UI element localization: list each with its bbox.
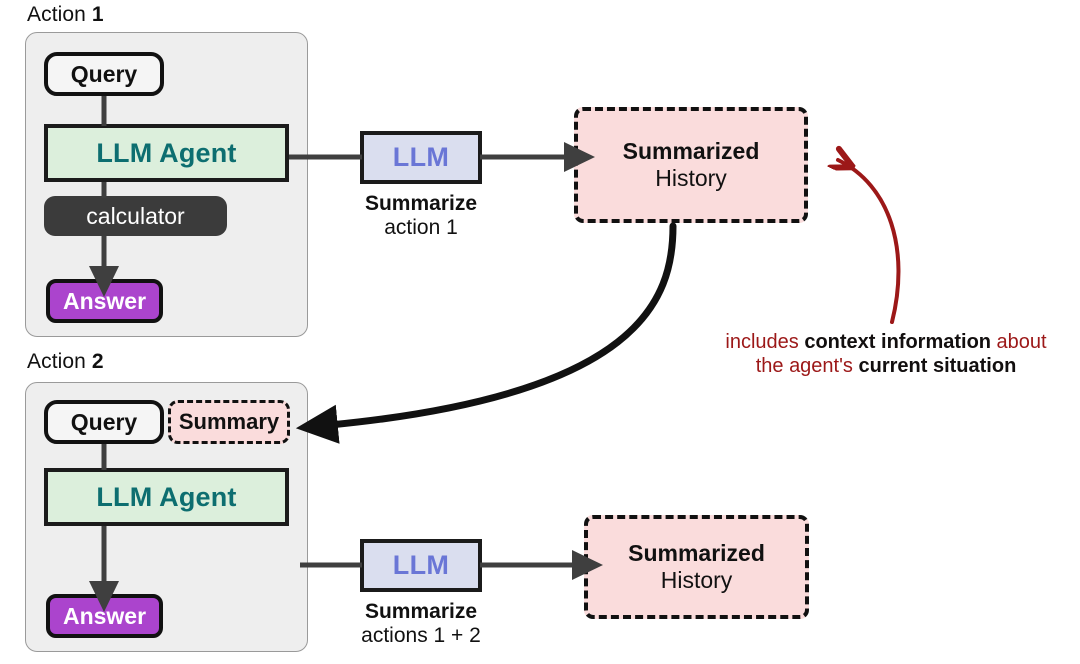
context-annotation: includes context information about the a… [700,330,1072,379]
summarizer1-llm-box[interactable]: LLM [360,131,482,184]
action1-tool-label: calculator [86,202,185,229]
history1-to-summary-curved-arrow [295,222,677,444]
summarized-history-2: Summarized History [584,515,809,619]
summarizer2-caption: Summarize actions 1 + 2 [360,600,482,648]
action1-query-label: Query [70,60,138,87]
summarizer1-caption-line1: Summarize [364,192,478,215]
action1-agent-box[interactable]: LLM Agent [44,124,289,182]
history1-line1: Summarized [622,137,760,164]
action2-title: Action 2 [27,350,104,374]
annotation-seg2: context information [804,331,991,353]
action2-summary-chip[interactable]: Summary [168,400,290,444]
action1-title-number: 1 [91,3,104,26]
annotation-seg5: current situation [858,355,1017,378]
summarizer1-caption: Summarize action 1 [360,192,482,240]
action2-query-box[interactable]: Query [44,400,164,444]
action2-agent-label: LLM Agent [96,481,237,512]
action1-agent-label: LLM Agent [96,137,237,168]
summarized-history-1: Summarized History [574,107,808,223]
action1-answer-label: Answer [62,287,147,314]
action1-title-prefix: Action [27,3,92,26]
annotation-seg1: includes [725,331,805,353]
summarizer2-caption-line2: actions 1 + 2 [361,624,481,648]
action2-agent-box[interactable]: LLM Agent [44,468,289,526]
action1-query-box[interactable]: Query [44,52,164,96]
action1-tool-calculator[interactable]: calculator [44,196,227,236]
summarizer2-llm-label: LLM [392,550,450,580]
action2-answer-box[interactable]: Answer [46,594,163,638]
action2-title-number: 2 [91,350,104,373]
action1-title: Action 1 [27,3,104,27]
history1-line2: History [655,165,727,191]
annotation-seg3: about [991,331,1047,353]
summarizer2-caption-line1: Summarize [364,600,478,623]
summarizer1-llm-label: LLM [392,142,450,172]
action2-summary-chip-label: Summary [178,409,280,434]
history2-line2: History [660,567,733,593]
context-annotation-arrow [838,160,901,324]
annotation-seg4: the agent's [755,355,859,378]
history2-line1: Summarized [628,539,765,566]
action2-query-label: Query [70,408,138,435]
action2-title-prefix: Action [27,350,92,373]
summarizer2-llm-box[interactable]: LLM [360,539,482,592]
summarizer1-caption-line2: action 1 [384,216,458,240]
action1-answer-box[interactable]: Answer [46,279,163,323]
action2-answer-label: Answer [62,602,147,629]
